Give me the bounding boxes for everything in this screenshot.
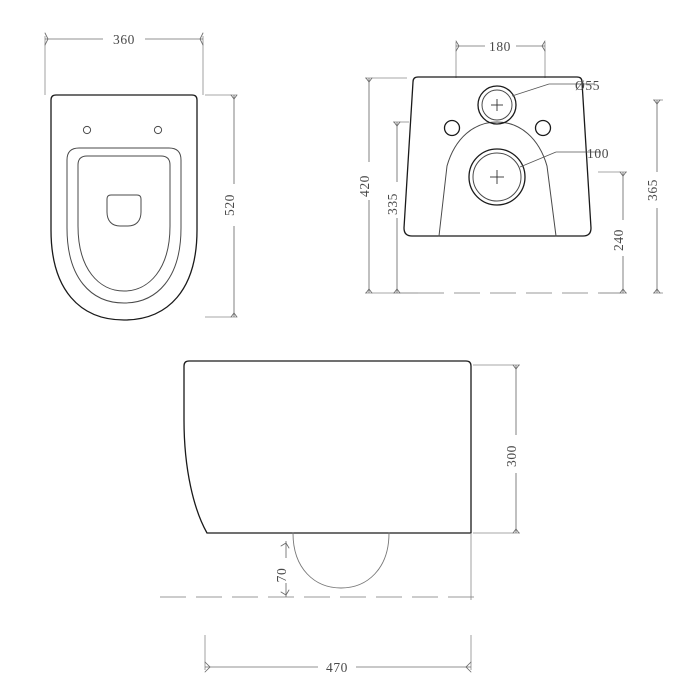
dim-side-depth-470: 470 (204, 635, 472, 675)
arrow-top-icon (512, 364, 520, 370)
dim-front-bolt-spacing-180: 180 (455, 39, 546, 78)
callout-dia55: Ø55 (511, 78, 600, 97)
upper-inlet-inner-circle (481, 89, 513, 121)
dim-front-inner-height-335: 335 (385, 121, 418, 294)
lower-outlet-outer-circle (468, 148, 526, 206)
flush-button-recess (106, 194, 142, 227)
arrow-left-icon (204, 661, 211, 673)
bowl-profile-curve (438, 121, 557, 237)
arrow-left-icon (455, 40, 460, 52)
dim-label-335: 335 (385, 193, 400, 215)
dim-label-180: 180 (489, 39, 511, 54)
lower-outlet-center-mark (490, 170, 504, 184)
lower-outlet-inner-circle (472, 152, 522, 202)
bowl-opening-outline (77, 155, 171, 292)
arrow-bottom-icon (619, 288, 627, 294)
seat-ring-outline (66, 147, 182, 304)
pan-outer-outline (403, 76, 592, 237)
dim-side-projection-70: 70 (274, 541, 290, 597)
arrow-top-icon (393, 121, 401, 127)
arrow-bottom-icon (365, 288, 373, 294)
leader-diagonal (511, 83, 550, 97)
callout-label-100: 100 (587, 146, 609, 161)
dim-front-total-height-420: 420 (357, 77, 418, 294)
arrow-top-icon (365, 77, 373, 83)
upper-inlet-outer-circle (477, 85, 517, 125)
arrow-top-icon (619, 171, 627, 177)
right-fixing-hole-icon (153, 125, 163, 135)
dim-top-height-520: 520 (205, 94, 238, 318)
dim-label-365: 365 (645, 179, 660, 201)
left-fixing-hole-icon (82, 125, 92, 135)
dim-label-520: 520 (222, 194, 237, 216)
dim-label-470: 470 (326, 660, 348, 675)
leader-diagonal (519, 151, 557, 168)
arrow-bottom-icon (230, 312, 238, 318)
dim-top-width-360: 360 (44, 32, 204, 95)
top-view-group: 360 520 (44, 32, 238, 321)
arrow-bottom-icon (512, 528, 520, 534)
arrow-bottom-icon (653, 288, 661, 294)
side-underside-bulge (292, 532, 390, 589)
arrow-left-icon (44, 32, 49, 46)
upper-inlet-center-mark (491, 99, 503, 111)
arrow-top-icon (230, 94, 238, 100)
callout-label-dia55: Ø55 (575, 78, 600, 93)
arrow-right-icon (199, 32, 204, 46)
arrow-bottom-icon (393, 288, 401, 294)
dim-front-outlet-height-240: 240 (598, 171, 627, 294)
dim-label-420: 420 (357, 175, 372, 197)
front-view-group: 180 Ø55 10 (357, 39, 663, 294)
arrow-bottom-icon (280, 589, 290, 596)
right-bolt-hole-icon (534, 119, 552, 137)
dim-front-overall-height-365: 365 (645, 99, 663, 294)
arrow-right-icon (465, 661, 472, 673)
arrow-top-icon (653, 99, 661, 105)
side-body-profile (183, 360, 472, 534)
side-view-group: 300 70 470 (160, 360, 520, 675)
dim-label-300: 300 (504, 445, 519, 467)
dim-side-height-300: 300 (473, 364, 520, 534)
arrow-top-icon (280, 542, 290, 549)
dim-label-360: 360 (113, 32, 135, 47)
dim-label-240: 240 (611, 229, 626, 251)
callout-100: 100 (519, 146, 609, 168)
dim-label-70: 70 (274, 568, 289, 583)
seat-outer-outline (50, 94, 198, 321)
left-bolt-hole-icon (443, 119, 461, 137)
arrow-right-icon (541, 40, 546, 52)
